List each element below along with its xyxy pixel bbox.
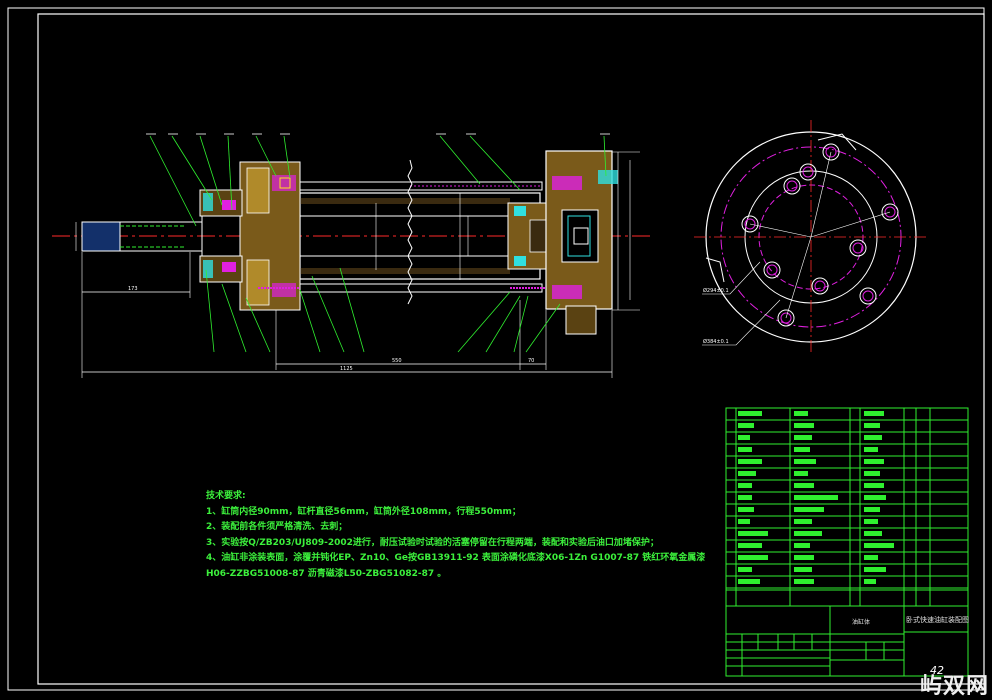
page-number: 42 [930,664,944,677]
dim-rod-end-text: 173 [128,286,138,292]
dim-stroke-text: 550 [392,358,402,364]
rod-thread-hatch [120,225,185,248]
barrel-wall-bottom-hatch [300,268,510,274]
tech-req-line-2: 2、装配前各件须严格清洗、去刺； [206,522,348,532]
barrel-wall-top-hatch [300,198,510,204]
cylinder-section-view [52,133,652,378]
flange-radial-lines [749,151,891,319]
flange-flat-left [705,257,725,283]
flange-end-view [694,120,928,354]
tech-req-heading: 技术要求: [206,491,246,501]
dim-overall-text: 1125 [340,366,353,372]
title-block-frame [725,589,969,677]
flange-bolt-holes [741,143,899,327]
material-label: 油缸体 [852,618,870,626]
parts-list-entries [738,411,894,584]
flange-dim-leader-2 [702,299,781,346]
tech-req-line-3: 3、实验按Q/ZB203/UJ809-2002进行，耐压试验时试验的活塞停留在行… [206,537,659,548]
tech-req-line-5: H06-ZZBG51008-87 沥青磁漆L50-ZBG51082-87 。 [206,568,447,579]
tech-req-line-1: 1、缸筒内径90mm，缸杆直径56mm，缸筒外径108mm，行程550mm； [206,506,521,517]
flange-dim-leader-1 [702,261,761,295]
watermark-logo: 屿双网 [920,674,990,699]
inner-sheet-border [37,13,985,685]
front-head [239,161,301,311]
flange-dim-text-1: Ø294±0.1 [703,287,729,294]
flange-flat-top [817,133,857,151]
parts-list-table [725,407,969,607]
technical-requirements: 技术要求: 1、缸筒内径90mm，缸杆直径56mm，缸筒外径108mm，行程55… [206,489,705,582]
rod-end-thread [81,221,121,252]
drawing-title: 卧式快速油缸装配图 [906,615,969,624]
tech-req-line-4: 4、油缸非涂装表面，涂覆并钝化EP、Zn10、Ge按GB13911-92 表面涂… [206,553,706,563]
leader-lines [149,135,607,353]
rear-cap [545,150,618,335]
dim-right-end-text: 70 [528,358,534,364]
break-line [407,159,413,305]
flange-dim-text-2: Ø384±0.1 [703,338,729,345]
